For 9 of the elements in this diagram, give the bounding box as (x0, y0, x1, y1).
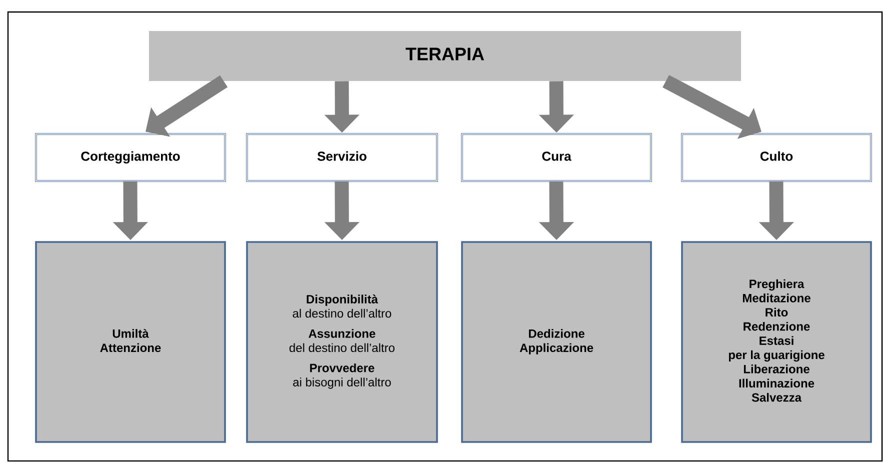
category-box: Corteggiamento (35, 133, 226, 182)
content-box: Disponibilità al destino dell’altro Assunzione del destino dell’altro Provvedere ai bisogni dell’altro (246, 241, 438, 443)
category-box: Cura (461, 133, 652, 182)
title-band: TERAPIA (149, 31, 741, 81)
category-box: Culto (681, 133, 872, 182)
content-box: Preghiera Meditazione Rito Redenzione Estasi per la guarigione Liberazione Illuminazione Salvezza (681, 241, 872, 443)
content-box: Umiltà Attenzione (35, 241, 226, 443)
category-box: Servizio (246, 133, 438, 182)
content-box: Dedizione Applicazione (461, 241, 652, 443)
